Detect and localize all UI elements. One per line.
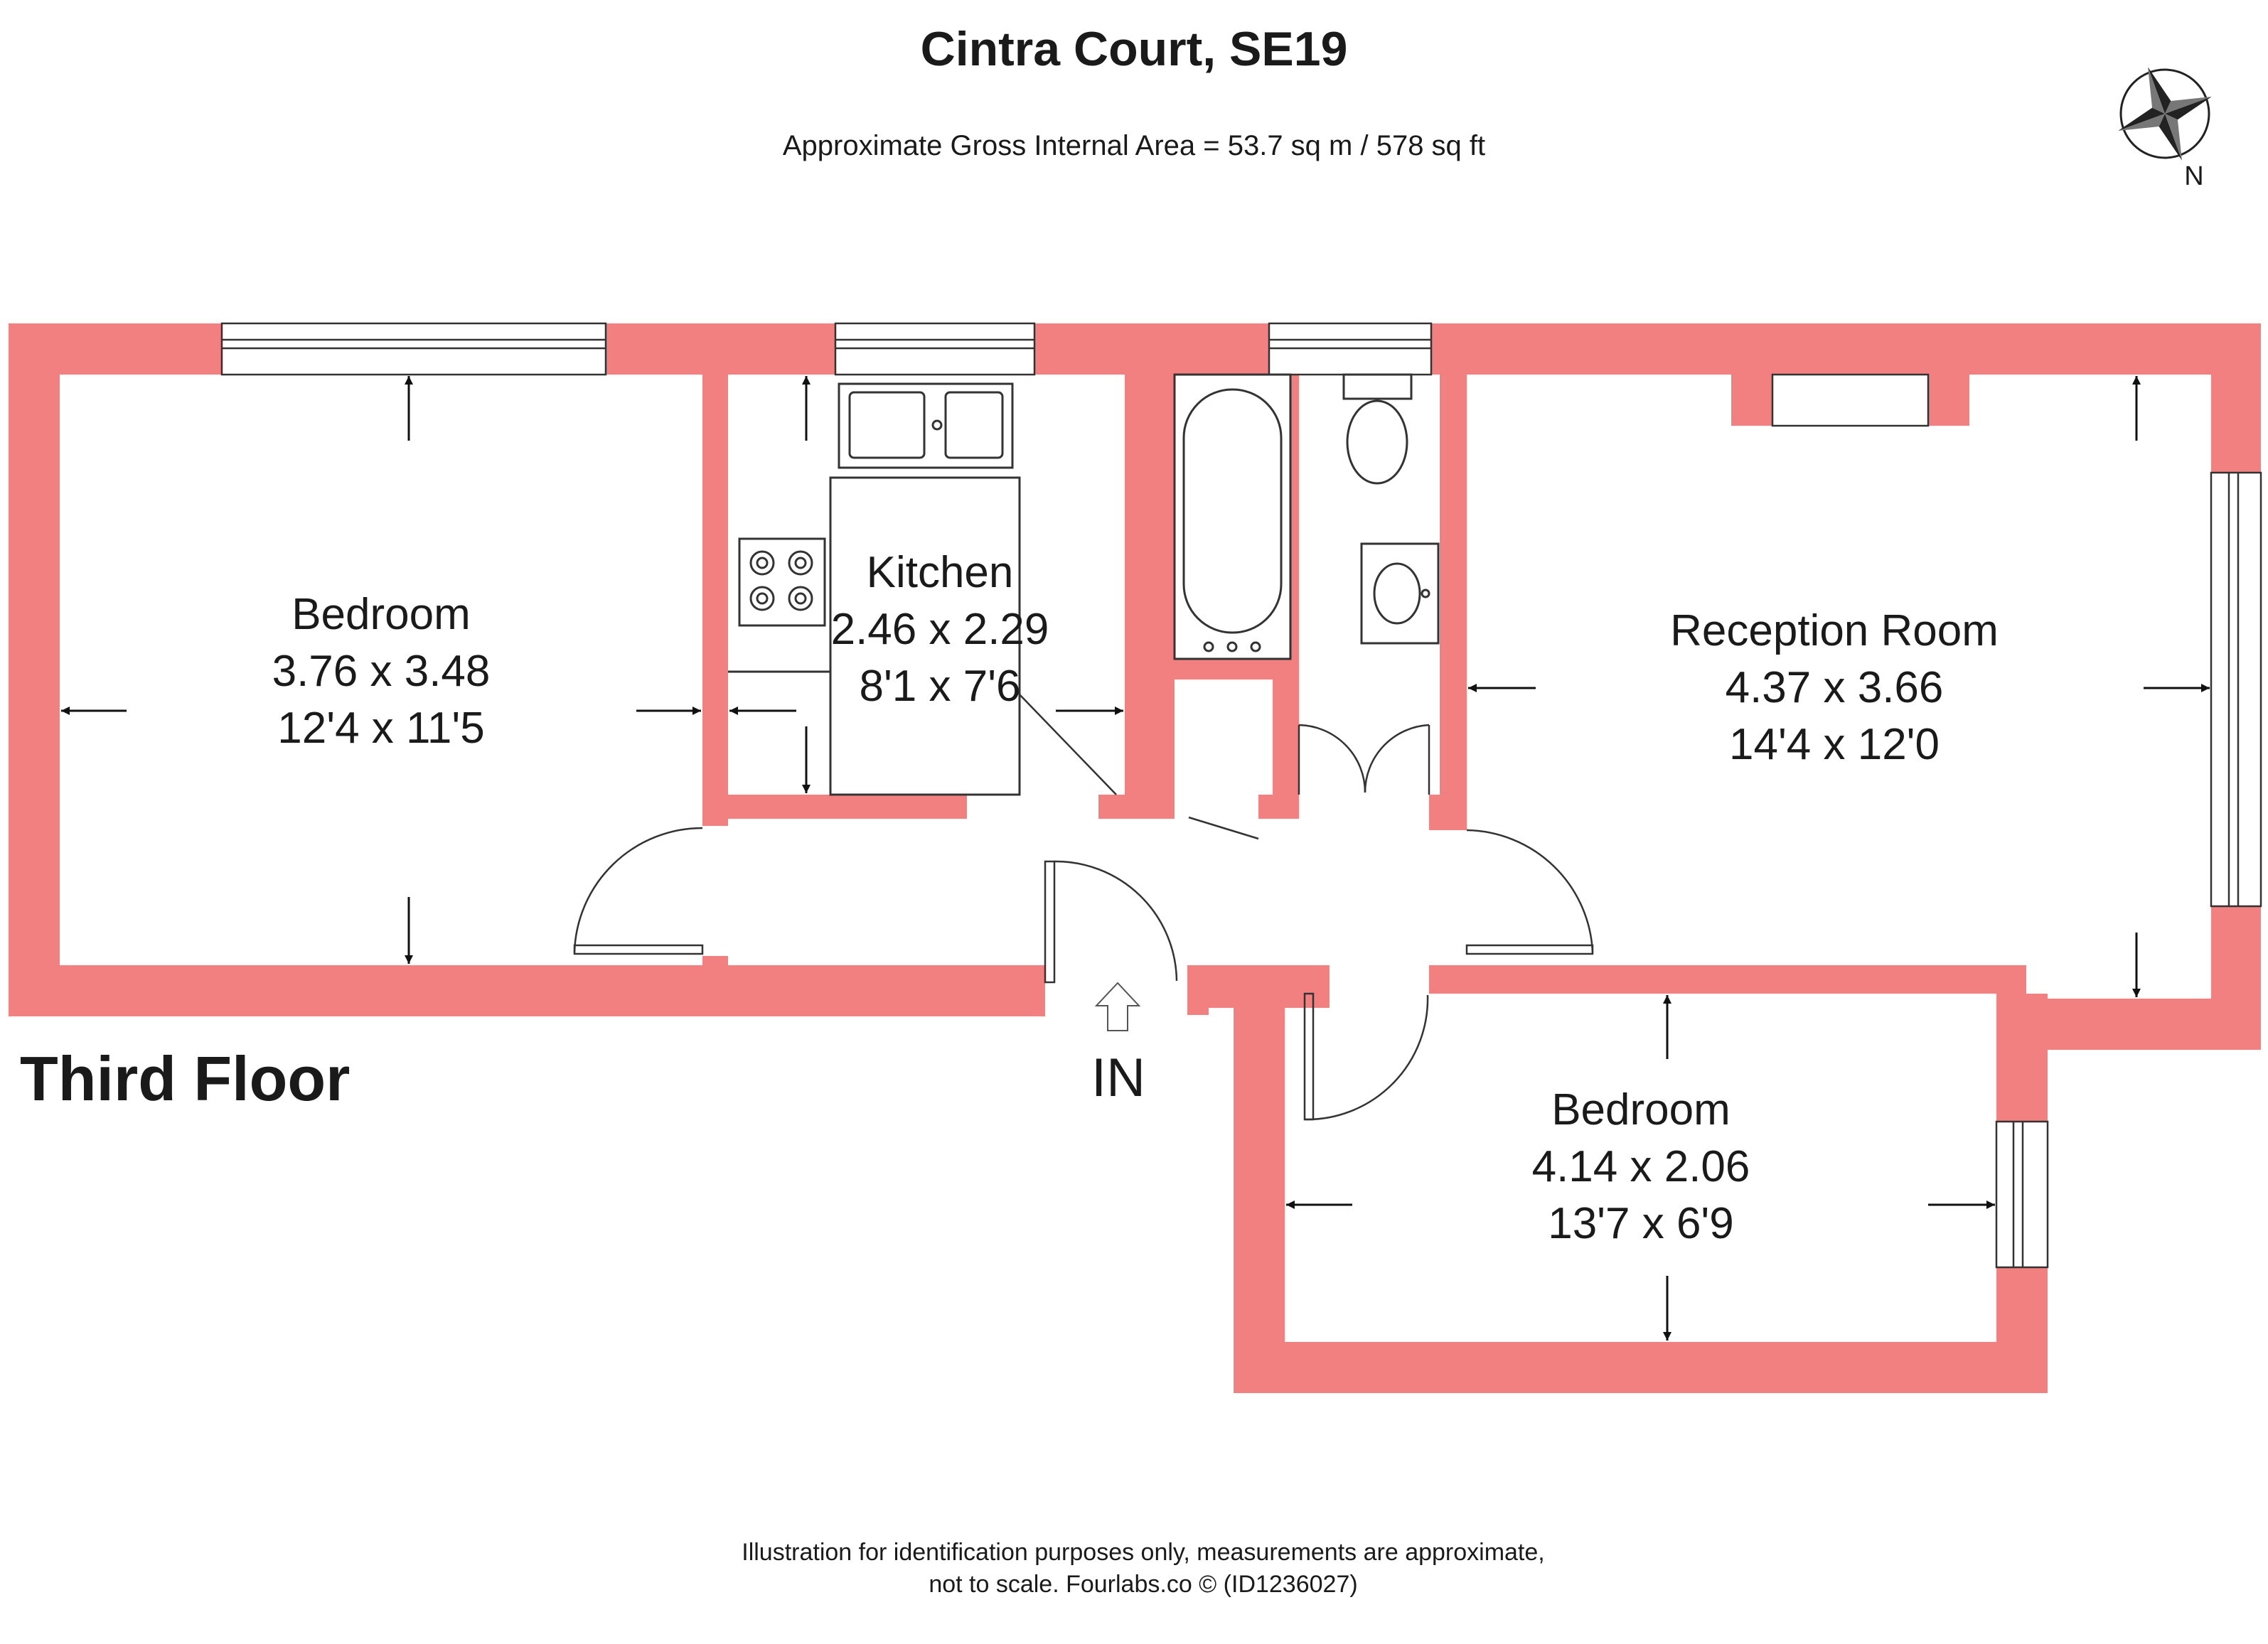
worktop [728, 476, 1021, 796]
footer-line2: not to scale. Fourlabs.co © (ID1236027) [929, 1571, 1357, 1598]
floor-label: Third Floor [20, 1043, 350, 1114]
page-title: Cintra Court, SE19 [921, 22, 1348, 76]
kitchen-sink-icon [838, 382, 1014, 469]
windows [220, 322, 2262, 1269]
bathtub-icon [1173, 373, 1292, 660]
entrance-label: IN [1091, 1048, 1145, 1108]
bedroom2-name: Bedroom [1551, 1085, 1731, 1134]
reception-imperial: 14'4 x 12'0 [1729, 720, 1940, 769]
north-label: N [2184, 161, 2203, 191]
entrance-arrow-icon [1094, 982, 1141, 1031]
bedroom1-name: Bedroom [291, 590, 471, 639]
reception-name: Reception Room [1670, 606, 1999, 655]
kitchen-imperial: 8'1 x 7'6 [859, 662, 1020, 711]
washbasin-icon [1360, 542, 1440, 645]
bedroom2-imperial: 13'7 x 6'9 [1548, 1199, 1734, 1248]
area-subtitle: Approximate Gross Internal Area = 53.7 s… [783, 130, 1485, 161]
walls [9, 323, 2261, 1393]
hob-icon [738, 537, 826, 627]
toilet-icon [1342, 373, 1413, 485]
doors [573, 692, 1594, 1121]
bedroom1-metric: 3.76 x 3.48 [272, 647, 491, 696]
bedroom2-metric: 4.14 x 2.06 [1532, 1142, 1750, 1191]
dimension-arrows [61, 376, 2210, 1341]
reception-metric: 4.37 x 3.66 [1726, 663, 1944, 712]
kitchen-name: Kitchen [867, 548, 1014, 597]
bedroom1-imperial: 12'4 x 11'5 [277, 704, 484, 753]
footer-line1: Illustration for identification purposes… [742, 1539, 1545, 1566]
kitchen-metric: 2.46 x 2.29 [831, 605, 1049, 654]
compass-rose-icon [2118, 67, 2212, 161]
